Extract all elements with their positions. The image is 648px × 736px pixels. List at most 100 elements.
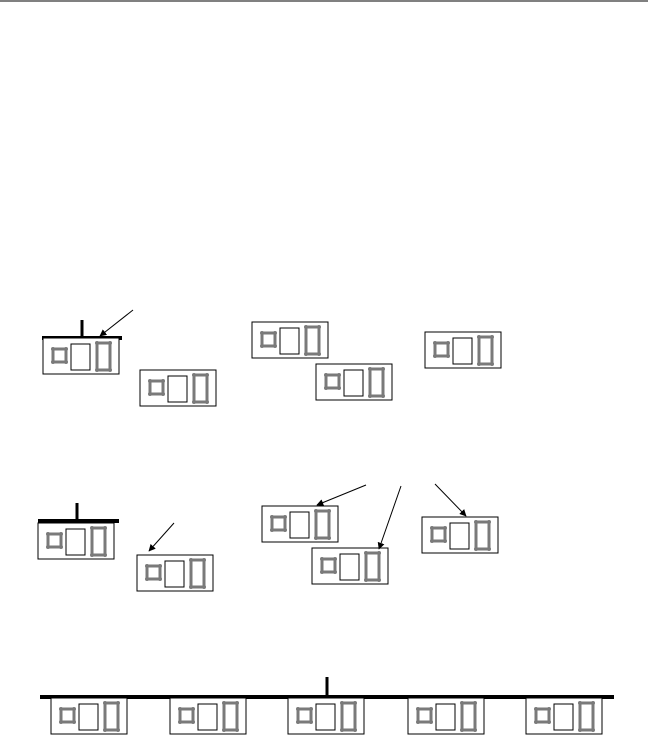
node-dot	[337, 373, 341, 377]
node-dot	[59, 707, 63, 711]
node-dot	[260, 331, 264, 335]
node-dot	[327, 536, 331, 540]
node-dot	[381, 394, 385, 398]
node-dot	[364, 551, 368, 555]
node-dot	[283, 528, 287, 532]
node-dot	[377, 578, 381, 582]
center-box	[279, 327, 300, 355]
node-dot	[161, 379, 165, 383]
node-dot	[429, 720, 433, 724]
tall-node	[578, 701, 595, 732]
node-dot	[433, 354, 437, 358]
small-node	[416, 707, 433, 724]
node-dot	[534, 707, 538, 711]
node-dot	[64, 360, 68, 364]
node-dot	[304, 325, 308, 329]
small-node	[59, 707, 76, 724]
node-dot	[591, 701, 595, 705]
center-box	[289, 511, 310, 539]
node-dot	[314, 509, 318, 513]
pointer-arrow	[434, 483, 467, 517]
node-dot	[364, 578, 368, 582]
node-dot	[145, 577, 149, 581]
node-dot	[377, 551, 381, 555]
node-dot	[202, 558, 206, 562]
rack-unit	[139, 369, 217, 407]
node-dot	[473, 728, 477, 732]
small-node	[534, 707, 551, 724]
node-dot	[205, 400, 209, 404]
node-dot	[320, 557, 324, 561]
node-dot	[534, 720, 538, 724]
node-dot	[333, 570, 337, 574]
center-box	[449, 522, 470, 550]
center-box	[315, 703, 336, 731]
node-dot	[270, 515, 274, 519]
center-box	[452, 337, 473, 365]
rack-unit	[525, 697, 603, 735]
node-dot	[340, 701, 344, 705]
node-dot	[368, 367, 372, 371]
node-dot	[547, 707, 551, 711]
node-dot	[460, 728, 464, 732]
small-node	[178, 707, 195, 724]
small-node	[51, 347, 68, 364]
tall-node	[477, 335, 494, 366]
rack-unit	[407, 697, 485, 735]
node-dot	[474, 547, 478, 551]
node-dot	[161, 392, 165, 396]
rack-unit	[37, 522, 115, 560]
tall-node	[340, 701, 357, 732]
node-dot	[108, 368, 112, 372]
node-dot	[59, 532, 63, 536]
small-node	[296, 707, 313, 724]
node-dot	[202, 585, 206, 589]
node-dot	[222, 728, 226, 732]
node-dot	[416, 720, 420, 724]
node-dot	[340, 728, 344, 732]
node-dot	[474, 520, 478, 524]
center-box	[197, 703, 218, 731]
node-dot	[205, 373, 209, 377]
node-dot	[317, 352, 321, 356]
node-dot	[158, 564, 162, 568]
rack-unit	[421, 516, 499, 554]
tall-node	[103, 701, 120, 732]
center-box	[70, 343, 91, 371]
node-dot	[430, 526, 434, 530]
pointer-arrow	[148, 522, 175, 552]
tall-node	[314, 509, 331, 540]
node-dot	[578, 701, 582, 705]
tall-node	[95, 341, 112, 372]
rack-unit	[169, 697, 247, 735]
rack-unit	[287, 697, 365, 735]
node-dot	[95, 341, 99, 345]
node-dot	[433, 341, 437, 345]
pointer-arrow	[99, 309, 134, 337]
node-dot	[446, 341, 450, 345]
node-dot	[116, 701, 120, 705]
node-dot	[235, 701, 239, 705]
node-dot	[260, 344, 264, 348]
node-dot	[317, 325, 321, 329]
node-dot	[178, 707, 182, 711]
node-dot	[51, 360, 55, 364]
node-dot	[72, 707, 76, 711]
node-dot	[103, 553, 107, 557]
center-box	[553, 703, 574, 731]
node-dot	[192, 400, 196, 404]
node-dot	[158, 577, 162, 581]
node-dot	[578, 728, 582, 732]
node-dot	[283, 515, 287, 519]
node-dot	[95, 368, 99, 372]
center-box	[164, 560, 185, 588]
small-node	[430, 526, 447, 543]
node-dot	[270, 528, 274, 532]
node-dot	[324, 373, 328, 377]
small-node	[324, 373, 341, 390]
rack-unit	[315, 363, 393, 401]
node-dot	[46, 545, 50, 549]
bus	[42, 320, 122, 340]
